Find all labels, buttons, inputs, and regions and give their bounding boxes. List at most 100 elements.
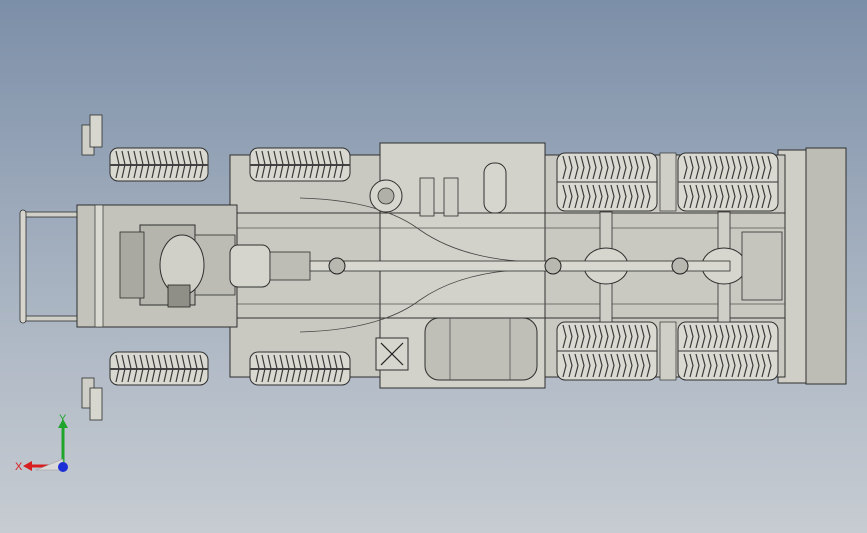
tread-mark	[731, 353, 736, 378]
tread-mark	[628, 184, 633, 209]
tread-mark	[707, 184, 712, 209]
tread-mark	[622, 353, 627, 378]
rear-wheels-bottom	[556, 321, 779, 381]
tread-mark	[604, 324, 609, 349]
tread-mark	[598, 353, 603, 378]
tread-mark	[574, 155, 579, 180]
tread-mark	[598, 184, 603, 209]
coordinate-triad[interactable]: Y X	[14, 410, 84, 480]
tread-mark	[646, 184, 651, 209]
tread-mark	[255, 354, 260, 383]
tread-mark	[731, 184, 736, 209]
tread-mark	[199, 150, 204, 179]
y-axis-label: Y	[59, 413, 67, 425]
tread-mark	[701, 155, 706, 180]
tread-mark	[333, 150, 338, 179]
tread-mark	[634, 155, 639, 180]
tread-mark	[285, 150, 290, 179]
tread-mark	[115, 354, 120, 383]
tire-treads	[115, 150, 772, 383]
tread-mark	[616, 184, 621, 209]
tread-mark	[139, 354, 144, 383]
tread-mark	[731, 324, 736, 349]
tread-mark	[695, 353, 700, 378]
tread-mark	[725, 353, 730, 378]
tread-mark	[761, 184, 766, 209]
tread-mark	[743, 155, 748, 180]
tread-mark	[749, 184, 754, 209]
tread-mark	[743, 184, 748, 209]
tread-mark	[701, 184, 706, 209]
tread-mark	[303, 354, 308, 383]
tread-mark	[157, 354, 162, 383]
battery-box	[375, 337, 409, 371]
tread-mark	[199, 354, 204, 383]
tread-mark	[701, 324, 706, 349]
tread-mark	[695, 324, 700, 349]
tread-mark	[616, 155, 621, 180]
tread-mark	[139, 150, 144, 179]
tread-mark	[755, 324, 760, 349]
tread-mark	[592, 155, 597, 180]
tread-mark	[580, 324, 585, 349]
tread-mark	[327, 354, 332, 383]
tread-mark	[327, 150, 332, 179]
tread-mark	[562, 353, 567, 378]
tread-mark	[121, 354, 126, 383]
tread-mark	[315, 354, 320, 383]
tread-mark	[634, 353, 639, 378]
tread-mark	[261, 150, 266, 179]
tread-mark	[743, 324, 748, 349]
tread-mark	[127, 150, 132, 179]
z-axis-indicator	[58, 462, 68, 472]
tread-mark	[622, 155, 627, 180]
tread-mark	[297, 354, 302, 383]
tread-mark	[580, 353, 585, 378]
tread-mark	[193, 354, 198, 383]
tread-mark	[339, 354, 344, 383]
tread-mark	[562, 324, 567, 349]
mirror-top	[81, 114, 103, 156]
air-tanks-pair	[419, 177, 459, 217]
tread-mark	[719, 353, 724, 378]
tread-mark	[568, 324, 573, 349]
tread-mark	[121, 150, 126, 179]
x-axis-label: X	[15, 461, 23, 473]
tread-mark	[586, 184, 591, 209]
tread-mark	[683, 184, 688, 209]
tread-mark	[761, 324, 766, 349]
tread-mark	[737, 184, 742, 209]
tread-mark	[622, 324, 627, 349]
tread-mark	[755, 184, 760, 209]
tread-mark	[604, 353, 609, 378]
tread-mark	[743, 353, 748, 378]
tread-mark	[707, 155, 712, 180]
tread-mark	[169, 150, 174, 179]
fuel-tank	[424, 317, 538, 381]
tread-mark	[767, 353, 772, 378]
tread-mark	[187, 354, 192, 383]
tread-mark	[749, 155, 754, 180]
tread-mark	[640, 353, 645, 378]
tread-mark	[634, 324, 639, 349]
tread-mark	[761, 353, 766, 378]
tread-mark	[767, 324, 772, 349]
tread-mark	[568, 155, 573, 180]
y-axis-arrowhead	[58, 419, 68, 428]
tread-mark	[610, 324, 615, 349]
tread-mark	[731, 155, 736, 180]
tread-mark	[719, 184, 724, 209]
tread-mark	[610, 353, 615, 378]
tread-mark	[321, 354, 326, 383]
tread-mark	[725, 155, 730, 180]
tread-mark	[713, 353, 718, 378]
tread-mark	[175, 354, 180, 383]
tread-mark	[175, 150, 180, 179]
tread-mark	[749, 353, 754, 378]
rear-wheels-top	[556, 152, 779, 212]
tread-mark	[285, 354, 290, 383]
tread-mark	[749, 324, 754, 349]
tread-mark	[115, 150, 120, 179]
